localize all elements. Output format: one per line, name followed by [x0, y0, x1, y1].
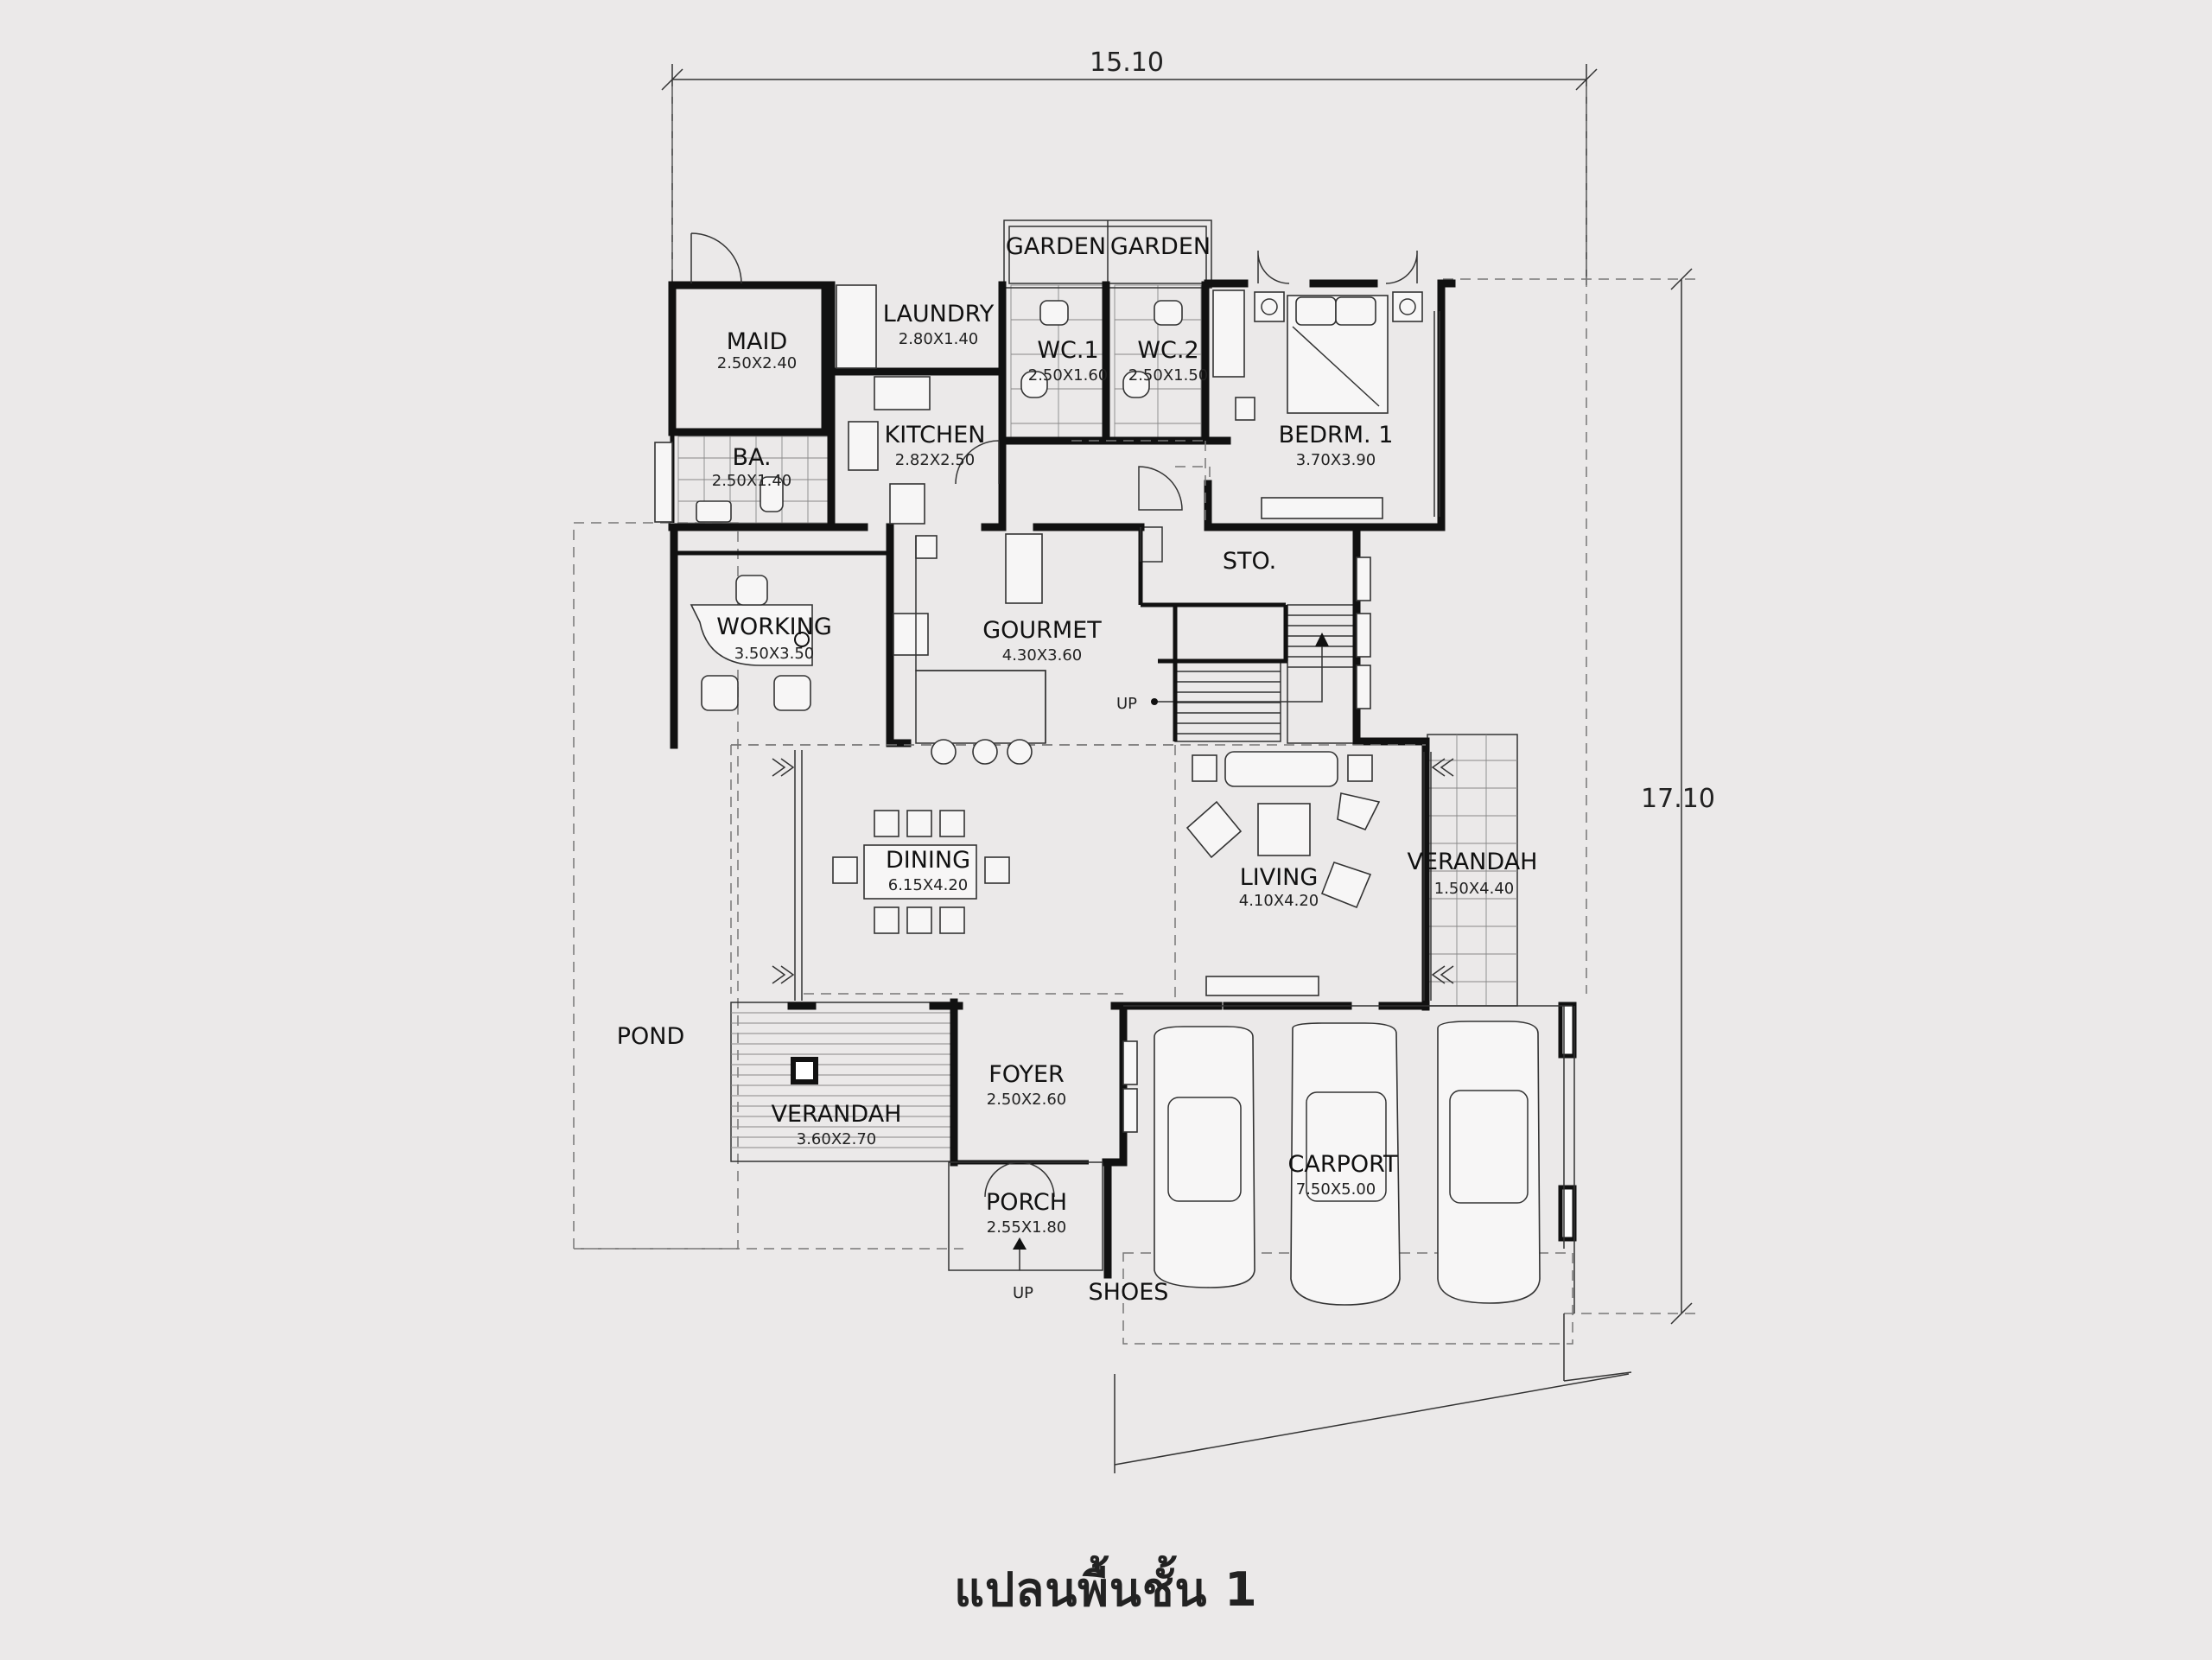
carport-label: CARPORT	[1288, 1151, 1398, 1178]
foyer-label: FOYER	[988, 1061, 1065, 1088]
bedroom-size: 3.70X3.90	[1296, 451, 1376, 469]
bathroom-size: 2.50X1.40	[712, 472, 792, 490]
gourmet-label: GOURMET	[982, 617, 1102, 644]
working-label: WORKING	[716, 614, 832, 640]
foyer-size: 2.50X2.60	[987, 1091, 1067, 1109]
bathroom-label: BA.	[732, 444, 771, 471]
windows	[731, 311, 1440, 1002]
garden-label-2: GARDEN	[1110, 233, 1211, 260]
width-dimension: 15.10	[1090, 48, 1164, 78]
sliding-door-marks	[654, 284, 1454, 1133]
pond-label: POND	[617, 1023, 685, 1050]
living-label: LIVING	[1240, 864, 1319, 891]
laundry-label: LAUNDRY	[883, 301, 995, 328]
garden-label-1: GARDEN	[1006, 233, 1106, 260]
stair-up-label: UP	[1116, 695, 1137, 713]
dimension-lines	[661, 64, 1699, 1325]
doors[interactable]	[690, 232, 1418, 1271]
depth-dimension: 17.10	[1641, 784, 1715, 814]
porch-up-label: UP	[1013, 1284, 1033, 1302]
carport-size: 7.50X5.00	[1296, 1180, 1376, 1199]
shoes-label: SHOES	[1089, 1279, 1169, 1306]
verandah-south-label: VERANDAH	[772, 1101, 902, 1128]
verandah-south-size: 3.60X2.70	[797, 1130, 877, 1148]
kitchen-label: KITCHEN	[885, 422, 986, 448]
laundry-size: 2.80X1.40	[899, 330, 979, 348]
wc1-size: 2.50X1.60	[1028, 366, 1109, 385]
porch-size: 2.55X1.80	[987, 1218, 1067, 1237]
porch-label: PORCH	[986, 1189, 1067, 1216]
staircase[interactable]	[1138, 526, 1357, 744]
living-size: 4.10X4.20	[1239, 892, 1319, 910]
room-labels: MAID 2.50X2.40 LAUNDRY 2.80X1.40 WC.1 2.…	[617, 301, 1538, 1306]
verandah-east-label: VERANDAH	[1408, 849, 1538, 875]
bedroom-label: BEDRM. 1	[1279, 422, 1394, 448]
dining-label: DINING	[886, 847, 970, 874]
storage-label: STO.	[1223, 548, 1276, 575]
furniture	[690, 289, 1541, 1306]
working-size: 3.50X3.50	[734, 645, 815, 663]
plan-title: แปลนพื้นชั้น 1	[954, 1562, 1258, 1617]
dining-size: 6.15X4.20	[888, 876, 969, 894]
maid-size: 2.50X2.40	[717, 354, 798, 372]
wc2-label: WC.2	[1137, 337, 1198, 364]
kitchen-size: 2.82X2.50	[895, 451, 976, 469]
wc1-label: WC.1	[1037, 337, 1098, 364]
verandah-east-size: 1.50X4.40	[1434, 880, 1515, 898]
wc2-size: 2.50X1.50	[1128, 366, 1209, 385]
gourmet-size: 4.30X3.60	[1002, 646, 1083, 665]
maid-label: MAID	[727, 328, 788, 355]
